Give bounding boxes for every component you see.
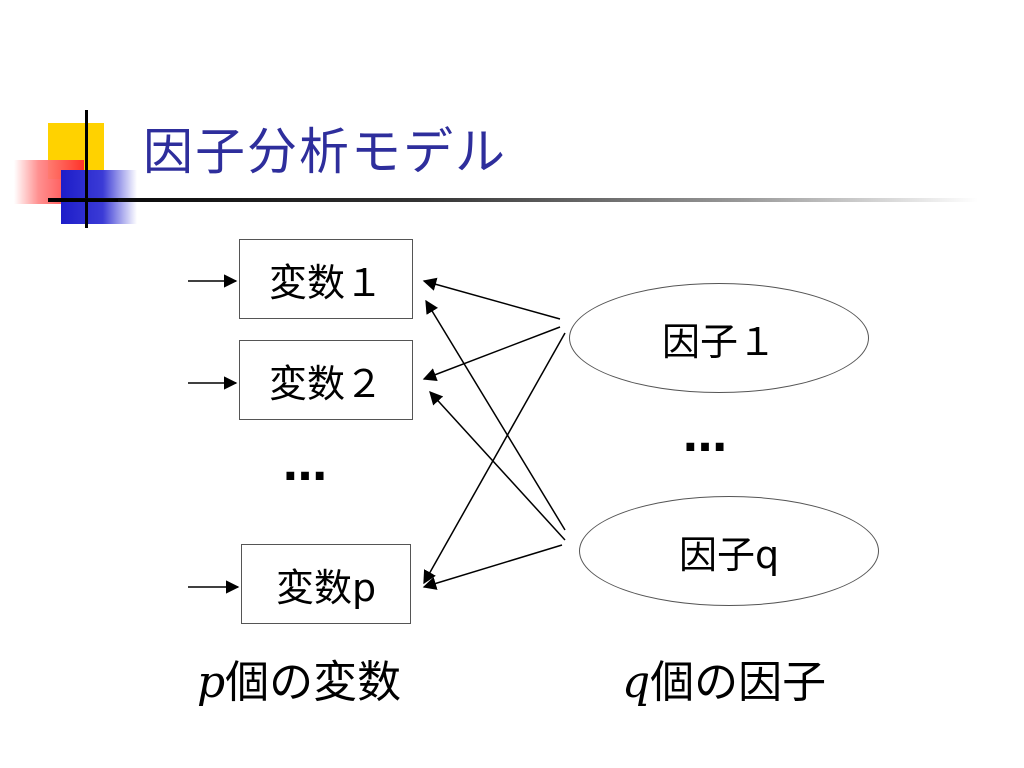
variable-label: 変数１ — [268, 260, 383, 305]
factors-caption-text: 個の因子 — [650, 657, 827, 708]
variables-caption-text: 個の変数 — [225, 657, 402, 708]
loading-arrow-fq-v2 — [429, 391, 566, 541]
variables-ellipsis: … — [283, 440, 333, 491]
variable-box-p: 変数p — [241, 544, 411, 624]
loading-arrow-f1-vp — [423, 332, 566, 585]
variable-box-2: 変数２ — [239, 340, 413, 420]
loading-arrow-fq-vp — [422, 544, 563, 590]
title-underline — [48, 198, 978, 202]
factors-caption: q個の因子 — [622, 646, 826, 710]
loading-arrow-f1-v2 — [422, 326, 561, 381]
decor-vertical-line — [85, 110, 88, 228]
variable-label: 変数２ — [268, 361, 383, 406]
variables-caption: p個の変数 — [197, 646, 401, 710]
decor-horizontal-line — [48, 199, 118, 202]
factors-count-symbol: q — [622, 657, 651, 708]
factors-ellipsis: … — [683, 411, 733, 462]
factor-ellipse-q: 因子q — [579, 496, 879, 606]
variable-label: 変数p — [275, 565, 377, 610]
factor-label: 因子１ — [661, 319, 776, 364]
loading-arrow-f1-v1 — [422, 277, 561, 320]
decor-blue-gradient — [61, 170, 137, 224]
factor-ellipse-1: 因子１ — [569, 283, 869, 393]
factor-label: 因子q — [678, 532, 780, 577]
slide-title: 因子分析モデル — [143, 123, 507, 181]
variable-box-1: 変数１ — [239, 239, 413, 319]
variables-count-symbol: p — [197, 657, 226, 708]
loading-arrow-fq-v1 — [425, 299, 566, 531]
